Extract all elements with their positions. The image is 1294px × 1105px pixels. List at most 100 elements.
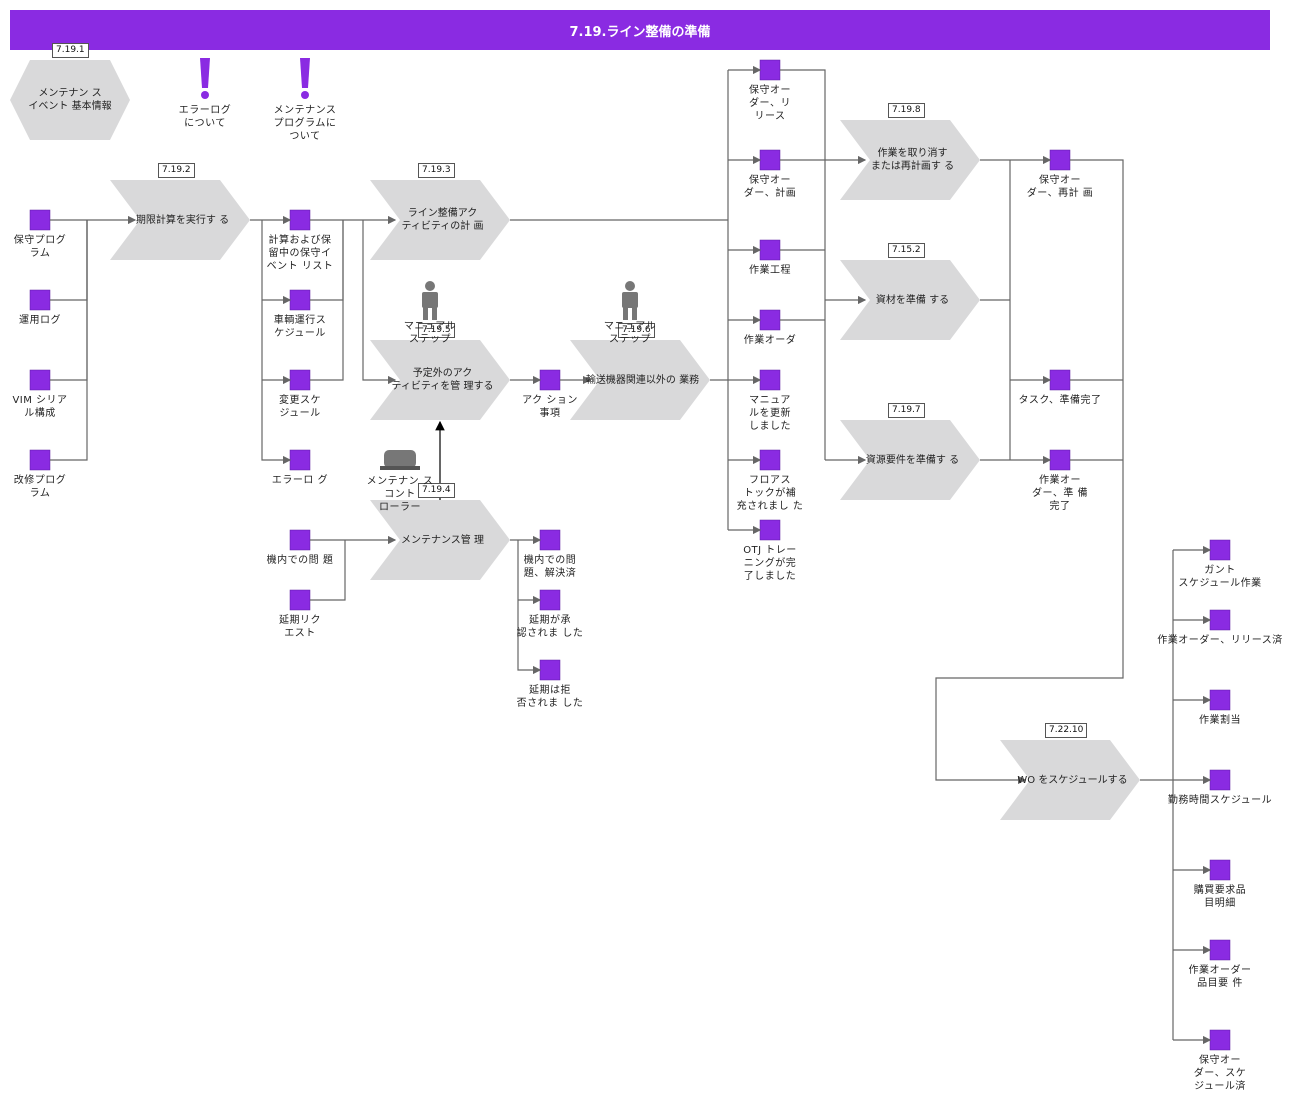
artifact-a-mod-program	[29, 449, 51, 471]
artifact-a-deferral-request	[289, 589, 311, 611]
person-leg	[423, 306, 428, 320]
actor-label-1: マニュアル ステップ	[403, 321, 457, 345]
controller-label: メンテナン ス コント ローラー	[366, 476, 434, 513]
process-ref-p2: 7.19.3	[418, 163, 455, 178]
artifact-label-a-maint-program: 保守プログ ラム	[13, 235, 67, 259]
artifact-a-fleet-schedule	[289, 289, 311, 311]
process-p1	[110, 180, 250, 260]
process-label-p3: 予定外のアク ティビティを管 理する	[391, 368, 494, 392]
artifact-a-task-ready	[1049, 369, 1071, 391]
person-leg	[632, 306, 637, 320]
artifact-label-a-action-item: アク ション 事項	[522, 395, 578, 419]
process-p8	[840, 420, 980, 500]
artifact-a-manual-updated	[759, 369, 781, 391]
artifact-a-wo-released	[1209, 609, 1231, 631]
artifact-label-a-wo-item-req: 作業オーダー 品目要 件	[1188, 965, 1252, 989]
artifact-label-a-wo-ready: 作業オー ダー、準 備 完了	[1031, 475, 1089, 512]
exclamation-dot	[301, 91, 309, 99]
artifact-label-a-wo-released: 作業オーダー、リリース済	[1157, 635, 1283, 646]
person-body	[422, 292, 438, 308]
artifact-label-a-deferral-request: 延期リク エスト	[279, 615, 321, 639]
artifact-label-a-work-process: 作業工程	[749, 265, 791, 276]
person-body	[622, 292, 638, 308]
process-ref-p4: 7.19.6	[618, 323, 655, 338]
artifact-label-a-work-alloc: 作業割当	[1199, 715, 1241, 726]
process-p6	[840, 120, 980, 200]
artifact-label-a-work-order: 作業オーダ	[743, 335, 797, 346]
connector	[517, 540, 542, 675]
artifact-label-a-shift-schedule: 勤務時間スケジュール	[1167, 795, 1273, 806]
artifact-a-onboard-resolved	[539, 529, 561, 551]
artifact-label-a-mod-program: 改修プログ ラム	[13, 475, 67, 499]
process-ref-p6: 7.19.8	[888, 103, 925, 118]
process-label-p8: 資源要件を準備す る	[865, 454, 960, 466]
process-label-p5: メンテナンス管 理	[401, 534, 484, 546]
process-label-p1: 期限計算を実行す る	[135, 214, 230, 226]
process-ref-p9: 7.22.10	[1045, 723, 1088, 738]
artifact-a-work-alloc	[1209, 689, 1231, 711]
controller-hat-icon	[380, 450, 420, 470]
artifact-a-deferral-approved	[539, 589, 561, 611]
artifact-a-action-item	[539, 369, 561, 391]
connector	[310, 220, 344, 381]
process-label-p4: 輸送機器関連以外の 業務	[585, 374, 700, 386]
connector	[780, 69, 826, 160]
hat-brim	[380, 466, 420, 470]
process-label-p2: ライン整備アク ティビティの計 画	[401, 208, 484, 232]
exclamation-icon	[200, 58, 210, 99]
process-ref-p3: 7.19.5	[418, 323, 455, 338]
process-ref-p1: 7.19.2	[158, 163, 195, 178]
artifact-label-a-task-ready: タスク、準備完了	[1018, 395, 1102, 406]
artifact-label-a-fleet-schedule: 車輌運行ス ケジュール	[273, 315, 327, 339]
diagram-title: 7.19.ライン整備の準備	[569, 24, 711, 40]
process-p7	[840, 260, 980, 340]
process-p3	[370, 340, 510, 420]
artifact-a-wo-item-req	[1209, 939, 1231, 961]
connector	[50, 220, 88, 301]
exclamation-icon	[300, 58, 310, 99]
artifact-a-change-schedule	[289, 369, 311, 391]
note-label-2: メンテナンス プログラムに ついて	[273, 105, 337, 142]
artifact-label-a-otj-training: OTJ トレー ニングが完 了しました	[743, 545, 797, 582]
artifact-label-a-change-schedule: 変更スケ ジュール	[279, 395, 321, 419]
exclamation-bar	[300, 58, 310, 88]
process-ref-p8: 7.19.7	[888, 403, 925, 418]
artifact-label-a-calc-list: 計算および保 留中の保守イ ベント リスト	[266, 235, 334, 272]
diagram-title-banner: 7.19.ライン整備の準備	[10, 10, 1270, 50]
artifact-label-a-mo-release: 保守オー ダー、リ リース	[749, 85, 791, 122]
artifact-label-a-mo-scheduled: 保守オー ダー、スケ ジュール済	[1193, 1055, 1247, 1092]
start-event-hexagon	[10, 60, 130, 140]
artifact-label-a-onboard-issue: 機内での問 題	[266, 555, 334, 566]
artifact-label-a-error-log: エラーロ グ	[271, 475, 329, 486]
exclamation-dot	[201, 91, 209, 99]
artifact-a-purchase-req	[1209, 859, 1231, 881]
exclamation-bar	[200, 58, 210, 88]
artifact-a-shift-schedule	[1209, 769, 1231, 791]
artifact-a-wo-ready	[1049, 449, 1071, 471]
artifact-a-mo-plan	[759, 149, 781, 171]
artifact-a-error-log	[289, 449, 311, 471]
artifact-label-a-manual-updated: マニュア ルを更新 しました	[749, 395, 791, 432]
artifact-a-float-stock	[759, 449, 781, 471]
artifact-a-calc-list	[289, 209, 311, 231]
artifact-label-a-gantt: ガント スケジュール作業	[1178, 565, 1262, 589]
artifact-a-mo-release	[759, 59, 781, 81]
artifact-label-a-ops-log: 運用ログ	[19, 315, 61, 326]
artifact-a-otj-training	[759, 519, 781, 541]
actor-label-2: マニュアル ステップ	[603, 321, 657, 345]
artifact-a-mo-scheduled	[1209, 1029, 1231, 1051]
connector	[50, 220, 88, 461]
artifact-a-deferral-rejected	[539, 659, 561, 681]
artifact-a-ops-log	[29, 289, 51, 311]
process-p5	[370, 500, 510, 580]
note-label-1: エラーログ について	[178, 105, 232, 129]
connector	[310, 540, 346, 601]
artifact-a-gantt	[1209, 539, 1231, 561]
artifact-label-a-deferral-rejected: 延期は拒 否されま した	[516, 685, 584, 709]
start-event-label: メンテナン ス イベント 基本情報	[28, 88, 112, 112]
artifact-label-a-onboard-resolved: 機内での問 題、解決済	[523, 555, 577, 579]
person-head	[425, 281, 435, 291]
process-p4	[570, 340, 710, 420]
connector	[362, 220, 397, 385]
artifact-a-work-order	[759, 309, 781, 331]
